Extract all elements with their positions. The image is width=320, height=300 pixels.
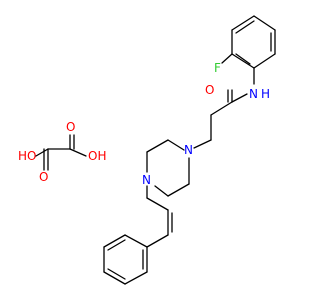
- bond: [124, 271, 148, 285]
- bond-n-carbonyl: [231, 93, 248, 103]
- phenyl-ring: [103, 234, 148, 285]
- bond-c-oh: [69, 148, 87, 157]
- bond-chain-n: [193, 139, 212, 149]
- piperazine-ring: N N: [142, 139, 193, 197]
- bond-c-f: [221, 53, 233, 64]
- bond-ch2-ch: [146, 197, 169, 211]
- aromatic-inner-bond: [235, 53, 251, 65]
- bond: [103, 234, 126, 248]
- oxalic-o-top-label: O: [66, 120, 75, 134]
- bond: [103, 271, 126, 285]
- structure-canvas: F N H O N N HO OH O: [18, 15, 276, 285]
- aromatic-inner-bond: [107, 268, 126, 280]
- carbonyl-o-label: O: [205, 83, 214, 97]
- amide-h-label: H: [261, 87, 270, 101]
- aromatic-inner-bond: [235, 20, 255, 34]
- bond: [146, 139, 169, 153]
- bond-ho-c: [35, 148, 49, 157]
- oxalic-oh-label: OH: [88, 149, 106, 163]
- bond: [231, 15, 255, 31]
- amide-n-label: N: [249, 87, 258, 101]
- piperazine-n-top-label: N: [184, 143, 193, 157]
- molecule-drawing: F N H O N N HO OH O: [18, 15, 276, 285]
- oxalic-ho-label: HO: [18, 149, 36, 163]
- bond: [167, 183, 190, 197]
- fluorine-label: F: [214, 61, 221, 75]
- bond: [154, 185, 169, 197]
- bond: [253, 15, 276, 31]
- bond: [231, 53, 255, 69]
- bond-ch-phenyl: [146, 234, 169, 248]
- bond: [124, 234, 148, 248]
- fluorophenyl-ring: [231, 15, 276, 69]
- bond: [253, 53, 276, 69]
- piperazine-n-bottom-label: N: [142, 173, 151, 187]
- aromatic-inner-bond: [107, 239, 126, 251]
- bond-chain: [210, 101, 233, 116]
- oxalic-o-bottom-label: O: [39, 170, 48, 184]
- bond: [167, 139, 185, 151]
- oxalic-acid: HO OH O O: [18, 120, 106, 184]
